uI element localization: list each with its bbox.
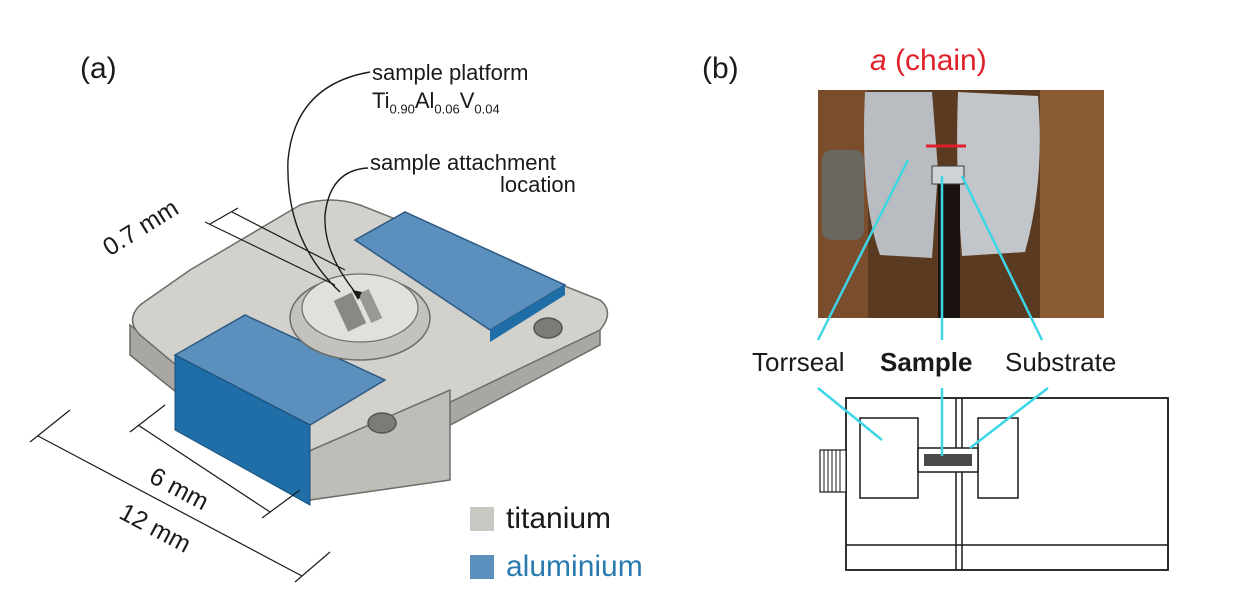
formula-ti-sub: 0.90 — [389, 101, 415, 117]
legend-item-titanium: titanium — [470, 502, 643, 536]
aluminium-pad-front-side — [174, 354, 311, 506]
title-direction: (chain) — [886, 44, 987, 77]
schematic-torrseal-right — [977, 417, 1019, 499]
formula-al: Al — [414, 88, 435, 113]
schematic-sample — [924, 454, 972, 466]
label-substrate: Substrate — [1005, 347, 1117, 377]
aluminium-pad-rear-side — [490, 285, 565, 342]
panel-a-label: (a) — [80, 52, 117, 85]
sample-mount-figure — [816, 90, 1169, 571]
device-illustration — [29, 71, 609, 583]
sample-slot — [333, 292, 367, 332]
legend-label-aluminium: aluminium — [506, 550, 643, 583]
formula-ti: Ti — [372, 88, 390, 113]
photo-torrseal-right — [957, 92, 1040, 256]
label-torrseal: Torrseal — [752, 347, 845, 377]
sample-slot-2 — [357, 288, 383, 324]
photo-sample — [931, 165, 965, 185]
callout-formula: Ti0.90Al0.06V0.04 — [372, 88, 500, 122]
formula-v-sub: 0.04 — [474, 101, 500, 117]
sample-platform-disc-top — [301, 273, 419, 343]
photo-wood-right — [1040, 90, 1104, 318]
title-axis-letter: a — [870, 44, 887, 77]
photo-knob — [822, 150, 864, 240]
leader-platform — [287, 71, 371, 293]
callout-sample-attachment: sample attachment — [370, 150, 556, 175]
label-sample: Sample — [880, 347, 973, 377]
callout-sample-platform: sample platform — [372, 60, 529, 85]
legend-label-titanium: titanium — [506, 502, 612, 535]
screw-hole-right — [533, 317, 563, 339]
legend-item-aluminium: aluminium — [470, 550, 643, 584]
legend-swatch-aluminium — [470, 555, 494, 579]
legend-swatch-titanium — [470, 507, 494, 531]
screw-hole-left — [367, 412, 397, 434]
callout-location: location — [500, 172, 576, 197]
photo-substrate-gap — [938, 180, 960, 318]
leader-attachment — [324, 167, 369, 299]
panel-b-title: a (chain) — [870, 44, 987, 78]
panel-b-label: (b) — [702, 52, 739, 85]
formula-al-sub: 0.06 — [434, 101, 460, 117]
formula-v: V — [459, 88, 475, 113]
material-legend: titanium aluminium — [470, 502, 643, 584]
